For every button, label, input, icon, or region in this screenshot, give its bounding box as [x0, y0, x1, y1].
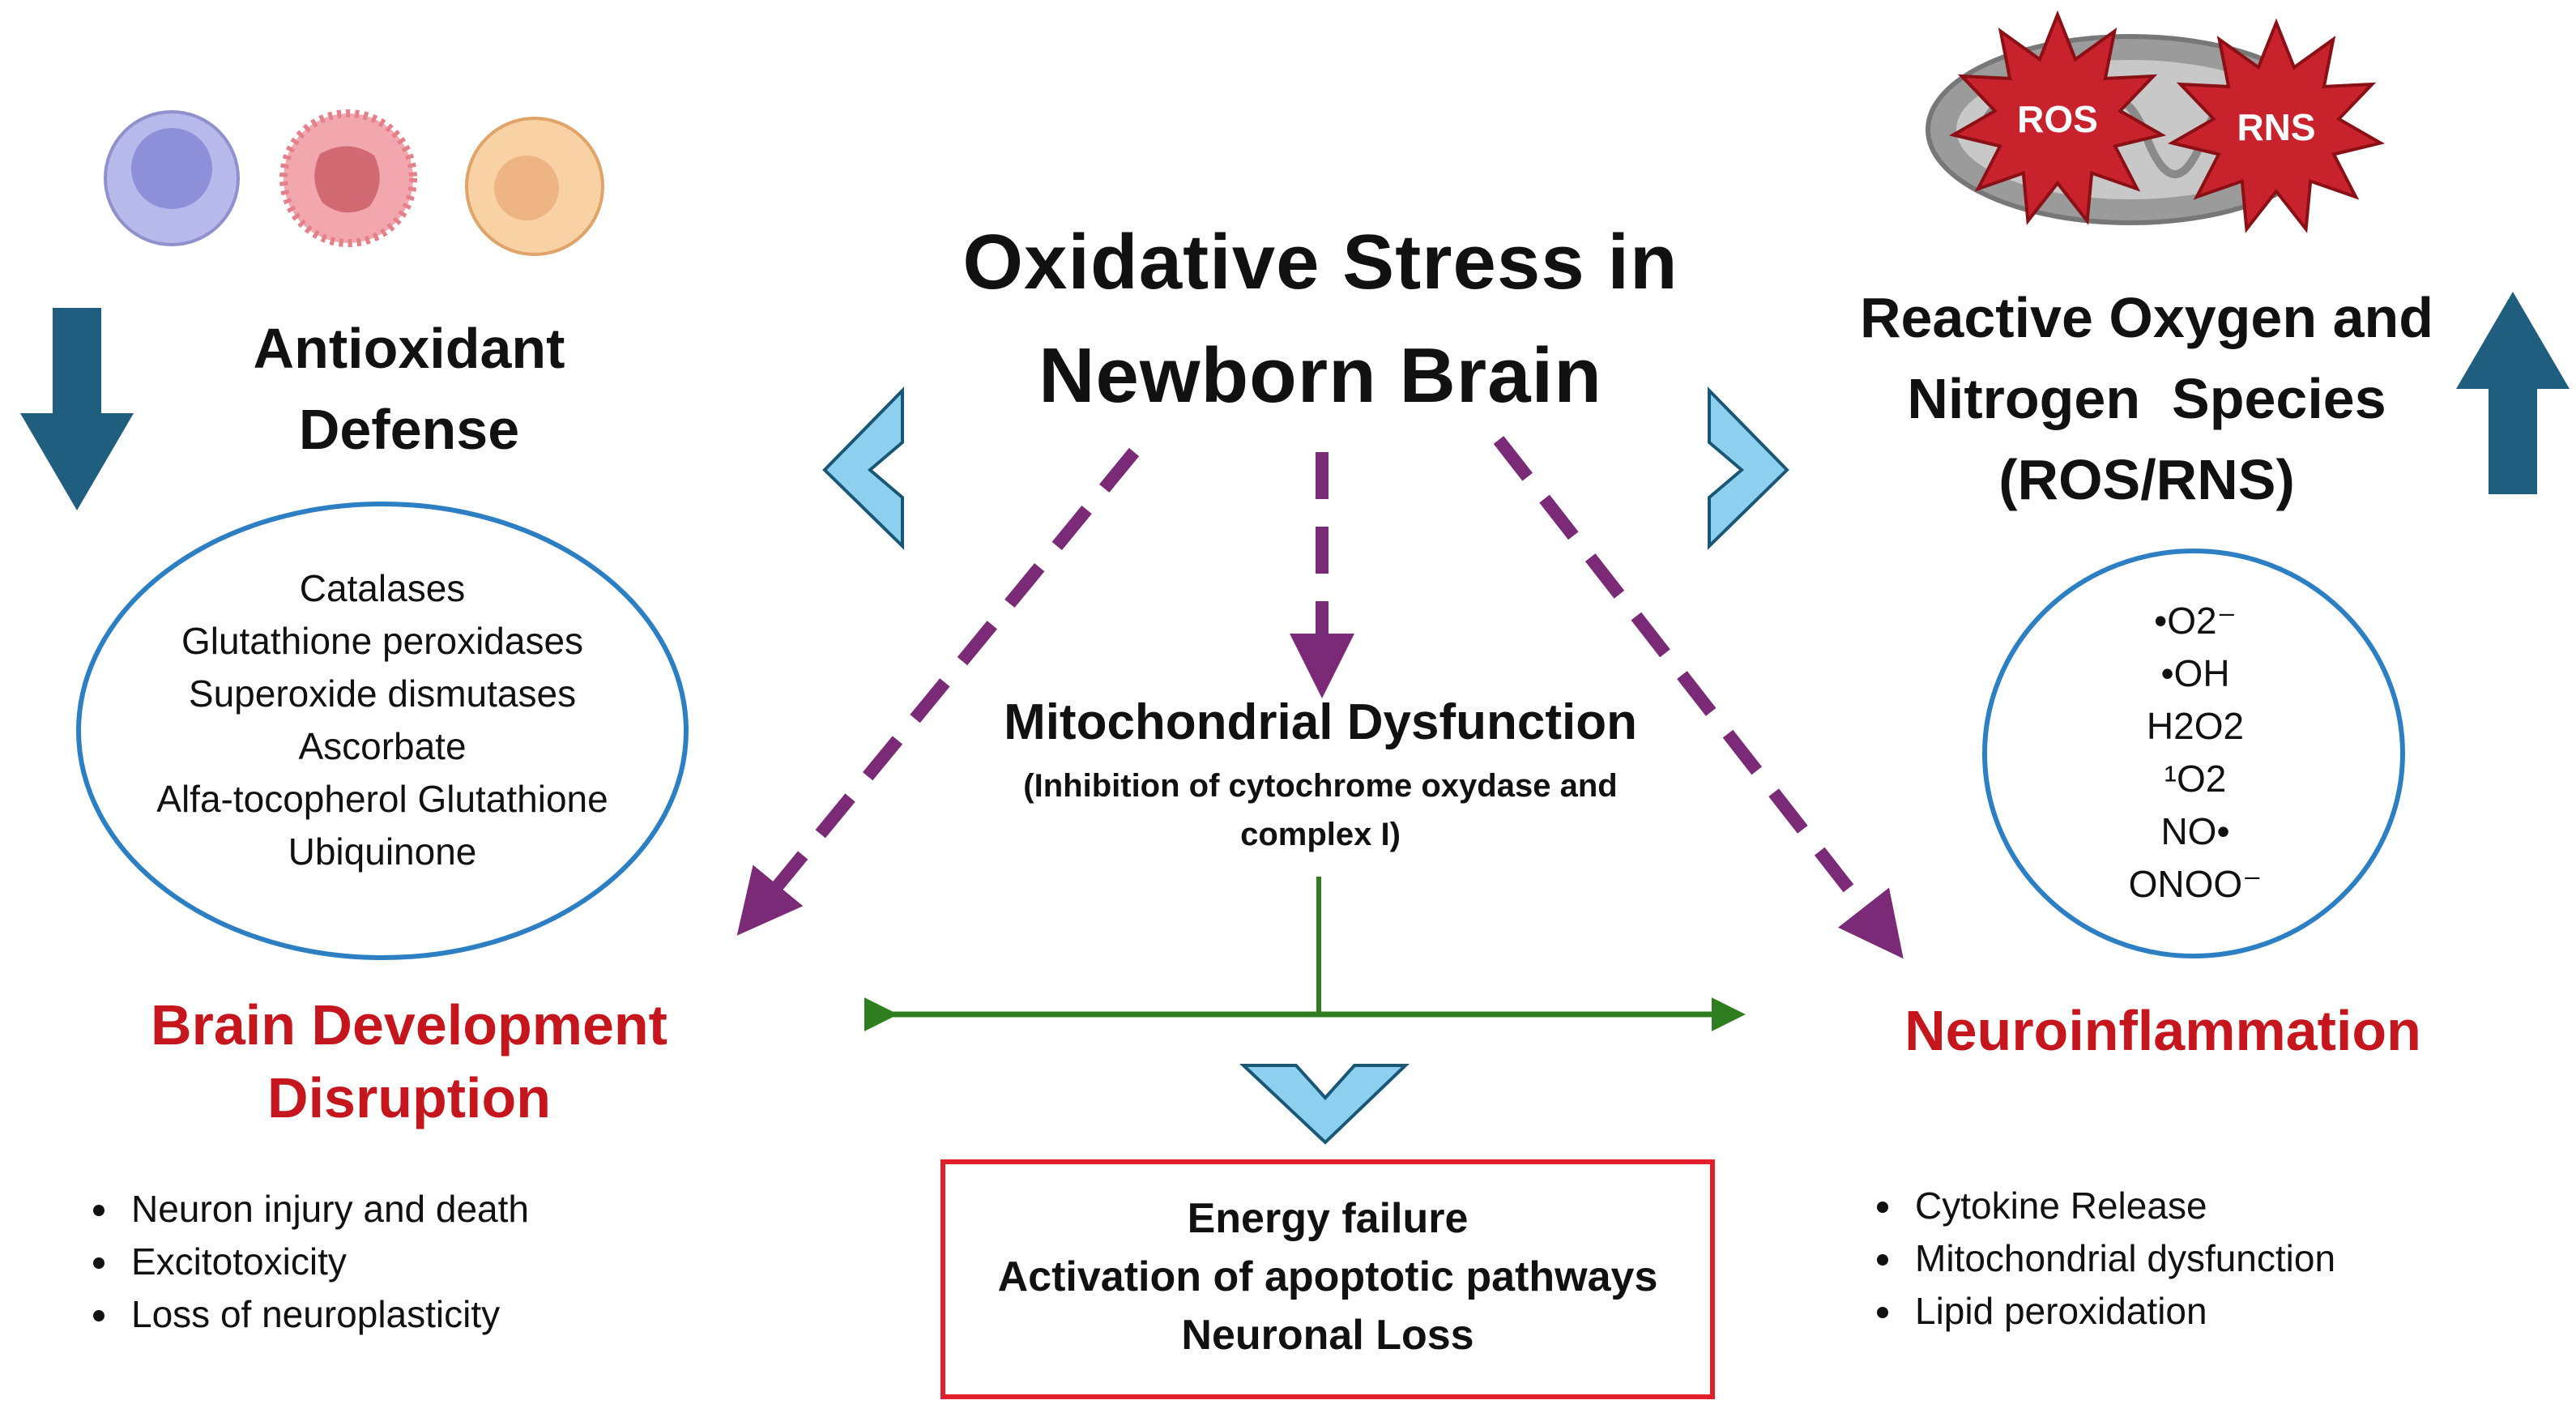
- antioxidant-item: Superoxide dismutases: [188, 672, 577, 715]
- ros-species-item: H2O2: [2146, 705, 2245, 747]
- title-line-2: Newborn Brain: [1039, 332, 1602, 419]
- brain-development-list: Neuron injury and death Excitotoxicity L…: [57, 1183, 770, 1341]
- antioxidant-item: Ubiquinone: [288, 830, 477, 873]
- ros-burst-icon: ROS: [1948, 10, 2167, 225]
- antioxidant-item: Glutathione peroxidases: [181, 620, 584, 662]
- mitochondrial-dysfunction-subtitle: (Inhibition of cytochrome oxydase and co…: [915, 762, 1725, 859]
- increase-arrow-icon: [2456, 292, 2570, 494]
- brain-development-heading-line-2: Disruption: [267, 1066, 551, 1129]
- inflamed-cell-icon: [279, 109, 417, 247]
- mito-subtitle-line-2: complex I): [1240, 817, 1401, 852]
- list-item: Neuron injury and death: [122, 1183, 770, 1236]
- title-line-1: Oxidative Stress in: [962, 219, 1678, 305]
- antioxidant-heading-line-1: Antioxidant: [253, 317, 565, 380]
- arrow-to-brain-development: [736, 447, 1140, 936]
- list-item: Cytokine Release: [1905, 1180, 2576, 1232]
- antioxidant-list: Catalases Glutathione peroxidases Supero…: [97, 562, 667, 878]
- page-title: Oxidative Stress in Newborn Brain: [899, 206, 1742, 433]
- ros-species-list: •O2⁻ •OH H2O2 ¹O2 NO• ONOO⁻: [2049, 595, 2341, 911]
- ros-species-item: •O2⁻: [2154, 600, 2237, 642]
- stem-cell-icon: [465, 117, 604, 256]
- list-item: Loss of neuroplasticity: [122, 1288, 770, 1341]
- chevron-left-icon: [822, 386, 904, 550]
- cell-illustrations: [104, 109, 604, 256]
- mitochondrial-dysfunction-title: Mitochondrial Dysfunction: [1004, 694, 1637, 750]
- list-item: Mitochondrial dysfunction: [1905, 1232, 2576, 1285]
- ros-ellipse: [1982, 549, 2405, 958]
- ros-species-item: ¹O2: [2164, 758, 2227, 800]
- outcome-line: Neuronal Loss: [1181, 1312, 1474, 1359]
- list-item: Lipid peroxidation: [1905, 1285, 2576, 1338]
- decrease-arrow-icon: [20, 308, 134, 510]
- ros-heading: Reactive Oxygen and Nitrogen Species (RO…: [1815, 277, 2479, 520]
- outcome-box: [940, 1159, 1715, 1399]
- brain-development-heading: Brain Development Disruption: [113, 988, 705, 1134]
- outcome-line: Energy failure: [1187, 1195, 1469, 1242]
- neuroinflammation-heading: Neuroinflammation: [1904, 999, 2421, 1062]
- list-item: Excitotoxicity: [122, 1236, 770, 1288]
- neuroinflammation-list: Cytokine Release Mitochondrial dysfuncti…: [1840, 1180, 2576, 1338]
- svg-text:ROS: ROS: [2017, 98, 2098, 140]
- ros-heading-line-2: Nitrogen Species: [1907, 367, 2386, 430]
- antioxidant-item: Ascorbate: [298, 725, 467, 767]
- outcome-line: Activation of apoptotic pathways: [997, 1253, 1658, 1300]
- antioxidant-heading-line-2: Defense: [298, 398, 520, 461]
- outcome-text: Energy failure Activation of apoptotic p…: [943, 1189, 1712, 1364]
- svg-text:RNS: RNS: [2237, 106, 2315, 148]
- chevron-down-icon: [1239, 1064, 1410, 1145]
- antioxidant-heading: Antioxidant Defense: [178, 308, 640, 470]
- chevron-right-icon: [1708, 386, 1789, 550]
- ros-species-item: ONOO⁻: [2128, 863, 2263, 905]
- arrow-to-neuroinflammation: [1493, 436, 1904, 959]
- brain-development-heading-line-1: Brain Development: [151, 993, 667, 1057]
- mito-subtitle-line-1: (Inhibition of cytochrome oxydase and: [1023, 768, 1618, 804]
- rns-burst-icon: RNS: [2167, 18, 2386, 233]
- antioxidant-item: Alfa-tocopherol Glutathione: [156, 778, 608, 820]
- ros-species-item: NO•: [2160, 810, 2230, 852]
- antioxidant-ellipse: [76, 502, 689, 960]
- lymphocyte-cell-icon: [104, 110, 240, 246]
- ros-species-item: •OH: [2160, 652, 2230, 694]
- ros-heading-line-3: (ROS/RNS): [1998, 448, 2295, 511]
- antioxidant-item: Catalases: [299, 567, 466, 609]
- ros-heading-line-1: Reactive Oxygen and: [1859, 286, 2434, 349]
